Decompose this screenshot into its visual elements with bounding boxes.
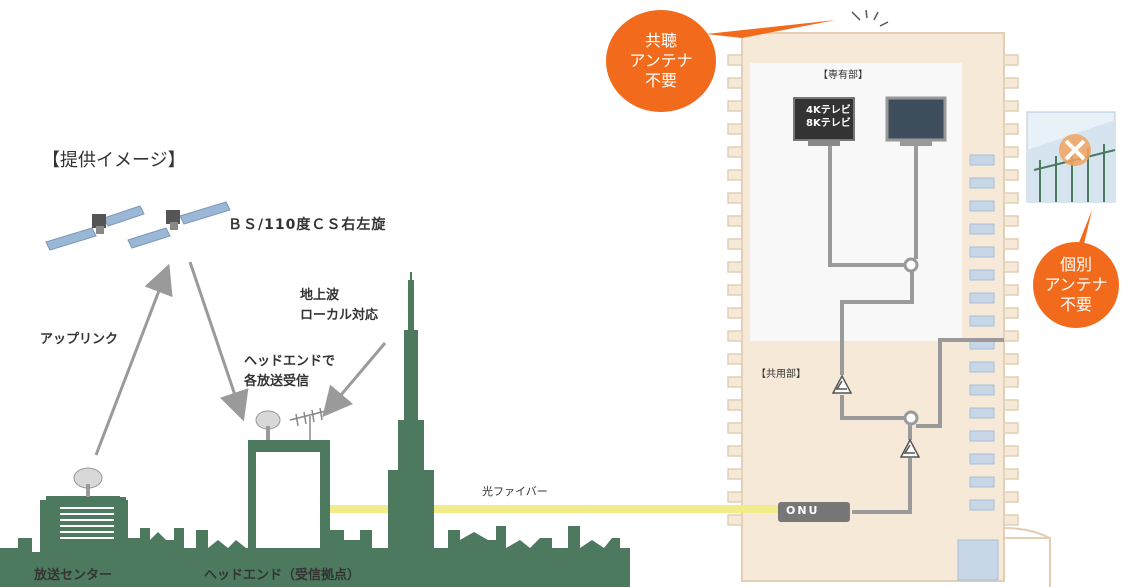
onu-box (778, 502, 850, 522)
bubble-individual-line1: 個別 (1059, 255, 1092, 274)
page-title: 【提供イメージ】 (42, 150, 186, 171)
wiring (828, 146, 1004, 514)
fiber-line (323, 505, 778, 513)
headend-receive-line1: ヘッドエンドで (244, 354, 336, 369)
terrestrial-label-line1: 地上波 (300, 288, 340, 303)
satellite-icon-2 (127, 201, 231, 249)
terrestrial-label: 地上波 ローカル対応 (300, 286, 378, 325)
broadcast-center-label: 放送センター (34, 568, 113, 583)
bubble-individual-line2: アンテナ (1044, 275, 1108, 294)
satellite-label: ＢＳ/110度ＣＳ右左旋 (228, 217, 387, 233)
bubble-individual-line3: 不要 (1059, 295, 1092, 314)
headend-receive-line2: 各放送受信 (244, 373, 310, 389)
headend-label: ヘッドエンド（受信拠点） (204, 568, 361, 583)
splitter-private (903, 257, 919, 273)
shared-antenna-unneeded-bubble: 共聴 アンテナ 不要 (606, 10, 716, 112)
signal-arrows (94, 261, 387, 456)
terrestrial-label-line2: ローカル対応 (300, 307, 379, 323)
individual-antenna-unneeded-bubble: 個別 アンテナ 不要 (1033, 242, 1119, 328)
tv-8k-label: 8Kテレビ (806, 118, 851, 129)
headend-receive-label: ヘッドエンドで 各放送受信 (244, 352, 335, 391)
uplink-label: アップリンク (40, 332, 119, 347)
private-area-label: 【専有部】 (818, 70, 868, 81)
tv-standard (885, 96, 947, 146)
splitter-common (903, 410, 919, 426)
fiber-label: 光ファイバー (482, 485, 548, 498)
bubble-shared-line2: アンテナ (629, 51, 693, 70)
terrestrial-antenna-icon (289, 407, 331, 440)
ray-lines (851, 9, 889, 27)
onu-label: ONU (786, 504, 820, 517)
satellite-icon-1 (45, 205, 145, 251)
bubble-pointer (706, 20, 836, 38)
broadcast-center-building (48, 467, 126, 551)
tv-4k8k (793, 97, 855, 146)
headend-building (248, 407, 331, 587)
tv-4k8k-label: 4Kテレビ 8Kテレビ (806, 104, 851, 130)
individual-antenna-picture (1026, 111, 1116, 203)
bubble-shared-line3: 不要 (644, 71, 677, 90)
bubble-shared-line1: 共聴 (644, 31, 677, 50)
common-area-label: 【共用部】 (756, 369, 806, 380)
tv-4k-label: 4Kテレビ (806, 105, 851, 116)
